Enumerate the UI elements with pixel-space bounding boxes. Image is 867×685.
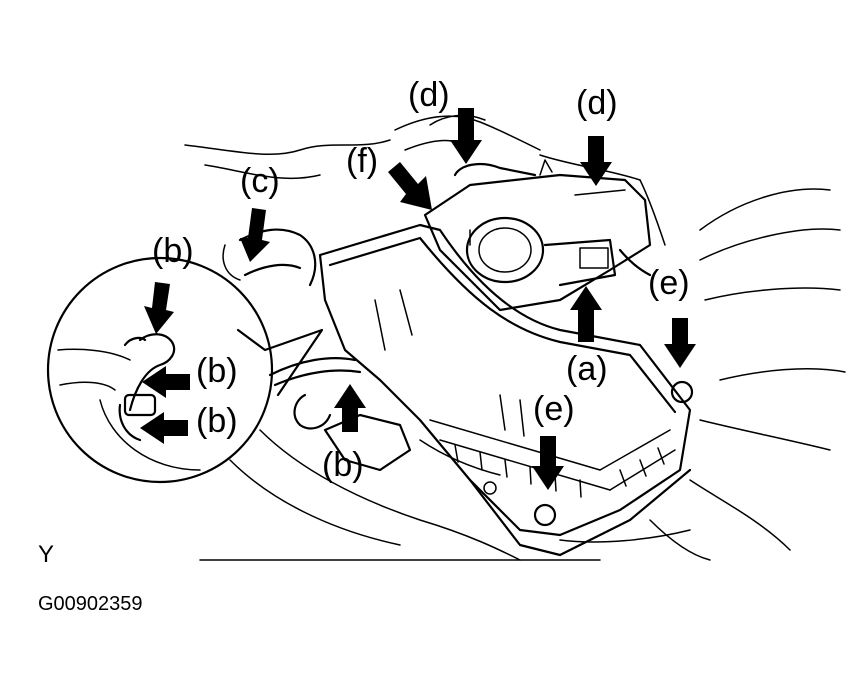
arrow-down-icon bbox=[240, 208, 270, 262]
air-cleaner-housing bbox=[318, 223, 694, 557]
arrow-left-icon bbox=[140, 412, 188, 444]
intake-duct bbox=[423, 159, 652, 312]
callout-e-bottom: (e) bbox=[533, 390, 575, 428]
arrow-up-icon bbox=[334, 384, 366, 432]
callout-e-right: (e) bbox=[648, 264, 690, 302]
callout-f: (f) bbox=[346, 142, 378, 180]
arrow-down-icon bbox=[144, 282, 174, 334]
callout-d-right: (d) bbox=[576, 84, 618, 122]
figure-code: G00902359 bbox=[38, 593, 143, 615]
callout-arrows bbox=[140, 108, 696, 490]
callout-b-main: (b) bbox=[322, 446, 364, 484]
view-mark: Y bbox=[38, 541, 54, 568]
callout-b-inset-top: (b) bbox=[152, 232, 194, 270]
arrow-down-right-icon bbox=[388, 162, 432, 210]
arrow-down-icon bbox=[580, 136, 612, 186]
callout-c: (c) bbox=[240, 162, 280, 200]
callout-d-left: (d) bbox=[408, 76, 450, 114]
callout-b-inset-low: (b) bbox=[196, 402, 238, 440]
callout-b-inset-mid: (b) bbox=[196, 352, 238, 390]
callout-a: (a) bbox=[566, 350, 608, 388]
arrow-left-icon bbox=[142, 366, 190, 398]
arrow-down-icon bbox=[664, 318, 696, 368]
arrow-down-icon bbox=[532, 436, 564, 490]
callout-labels: (d) (d) (f) (c) (b) (b) (b) (b) (a) (e) … bbox=[152, 76, 690, 484]
engine-bay-linework bbox=[184, 114, 846, 561]
arrow-up-icon bbox=[570, 286, 602, 342]
arrow-down-icon bbox=[450, 108, 482, 164]
detail-inset bbox=[46, 256, 324, 484]
hose-b bbox=[268, 357, 412, 472]
